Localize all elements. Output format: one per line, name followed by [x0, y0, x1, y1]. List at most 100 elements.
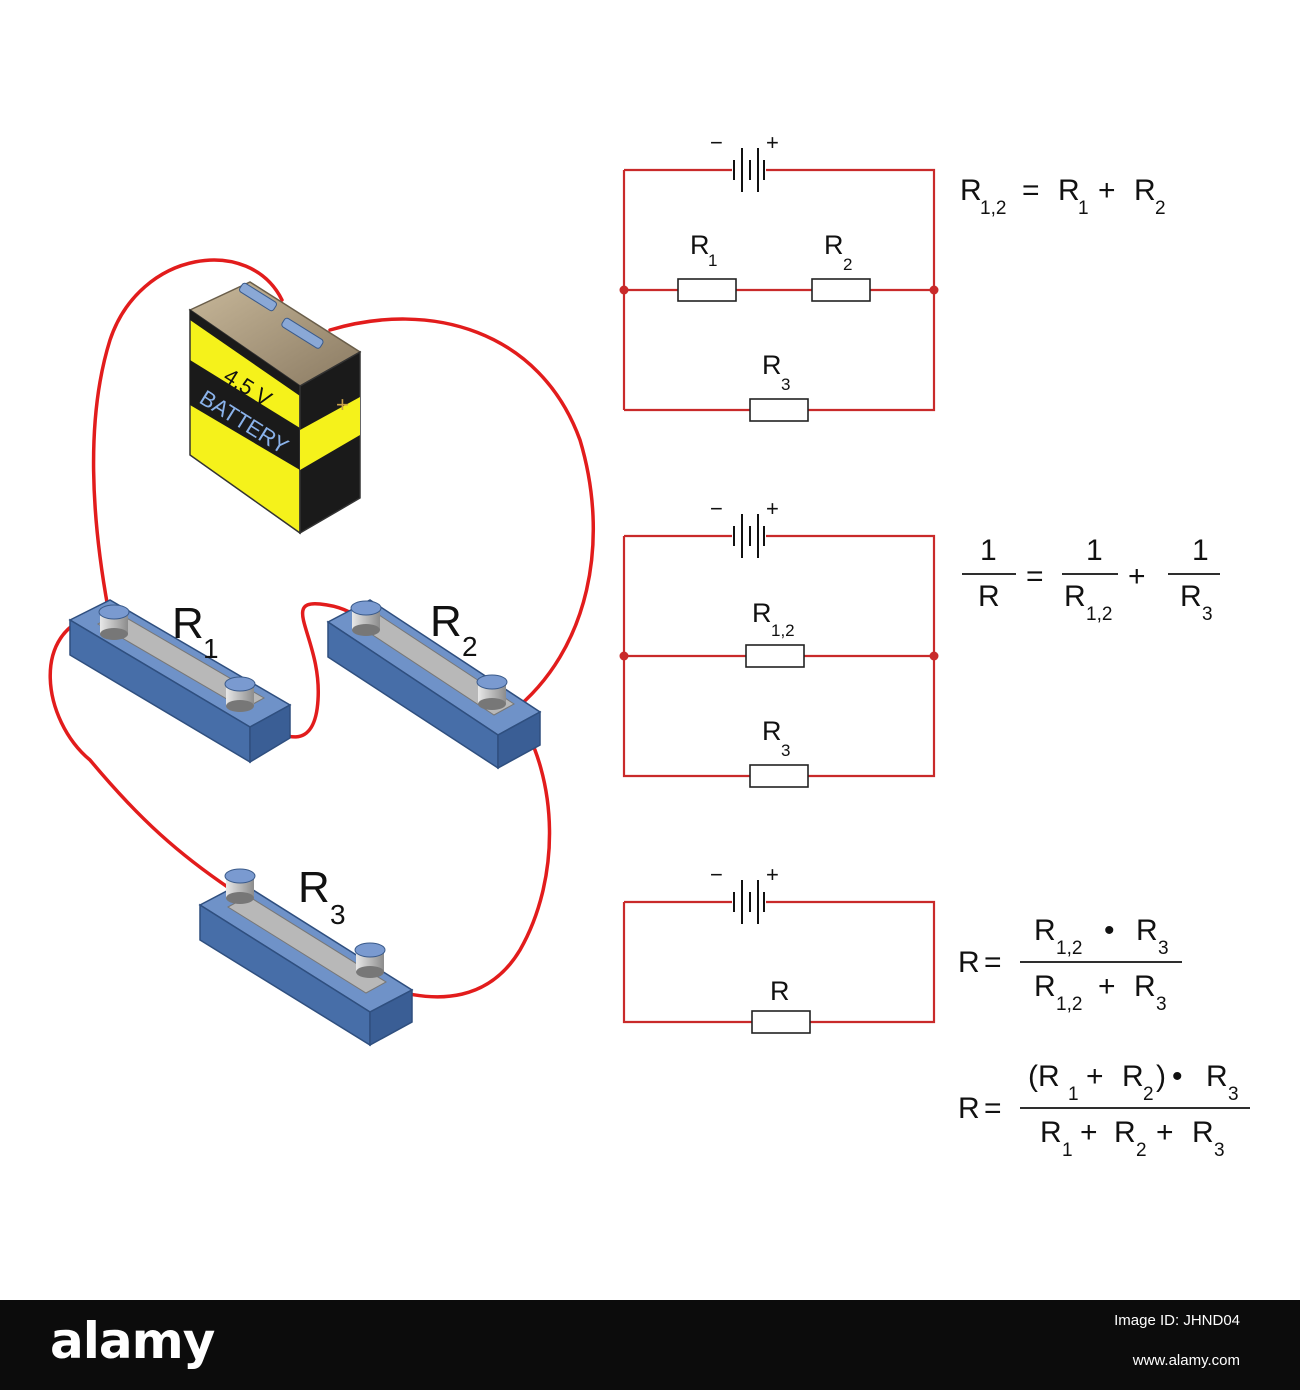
svg-text:R: R: [1034, 970, 1056, 1003]
c1-label-r1: R: [690, 230, 710, 260]
terminal-r2-left: [350, 600, 382, 636]
r3-label-sub: 3: [330, 899, 346, 930]
wire-r1-to-r2: [248, 602, 362, 739]
c2-label-r12: R: [752, 598, 772, 628]
resistor-r1: R 1: [68, 599, 292, 764]
svg-text:+: +: [1080, 1116, 1098, 1149]
equation-expanded: R = (R 1 + R 2 ) • R 3 R 1 + R 2 + R 3: [958, 1060, 1250, 1161]
site-url: www.alamy.com: [1132, 1352, 1240, 1369]
wire-battery-to-r2: [328, 317, 596, 714]
watermark-bar: alamy Image ID: JHND04 www.alamy.com: [0, 1300, 1300, 1390]
c2-label-r3-sub: 3: [781, 741, 790, 760]
battery-symbol-2: [733, 514, 765, 558]
r3-label: R: [298, 863, 330, 912]
resistor-symbol-r2: [811, 278, 871, 302]
image-id: Image ID: JHND04: [1114, 1312, 1240, 1329]
resistor-symbol-r1: [677, 278, 737, 302]
schematic-3: − + R: [622, 862, 936, 1034]
minus-sign-2: −: [710, 496, 723, 521]
equation-combined: R = R 1,2 • R 3 R 1,2 + R 3: [958, 914, 1182, 1015]
svg-text:1,2: 1,2: [1056, 994, 1082, 1015]
svg-text:+: +: [1086, 1060, 1104, 1093]
wire-r2-to-r3: [384, 710, 552, 999]
equation-series: R 1,2 = R 1 + R 2: [960, 174, 1166, 219]
terminal-r1-left: [98, 604, 130, 640]
svg-text:): ): [1156, 1060, 1166, 1093]
svg-text:+: +: [1128, 560, 1146, 593]
battery-illustration: 4.5 V BATTERY +: [188, 281, 362, 535]
svg-text:R: R: [1122, 1060, 1144, 1093]
resistor-symbol-r3: [749, 398, 809, 422]
minus-sign-3: −: [710, 862, 723, 887]
svg-text:3: 3: [1156, 994, 1167, 1015]
battery-plus-mark: +: [336, 392, 349, 417]
svg-text:2: 2: [1143, 1084, 1154, 1105]
c2-label-r3: R: [762, 716, 782, 746]
svg-text:•: •: [1104, 914, 1115, 947]
svg-text:3: 3: [1228, 1084, 1239, 1105]
svg-text:R: R: [960, 174, 982, 207]
brand-logo: alamy: [50, 1312, 215, 1370]
svg-text:=: =: [1022, 174, 1040, 207]
r2-label: R: [430, 597, 462, 646]
svg-text:=: =: [984, 1092, 1002, 1125]
resistor-symbol-r12: [745, 644, 805, 668]
svg-text:=: =: [1026, 560, 1044, 593]
svg-text:2: 2: [1136, 1140, 1147, 1161]
svg-text:1,2: 1,2: [1056, 938, 1082, 959]
schematic-1: − + R 1 R 2 R 3: [619, 130, 939, 422]
c1-label-r1-sub: 1: [708, 251, 717, 270]
svg-text:R: R: [1180, 580, 1202, 613]
svg-text:R: R: [958, 946, 980, 979]
svg-text:R: R: [978, 580, 1000, 613]
battery-symbol-3: [733, 880, 765, 924]
terminal-r3-right: [354, 942, 386, 978]
terminal-r2-right: [476, 674, 508, 710]
c3-label-r: R: [770, 976, 790, 1006]
c1-label-r2-sub: 2: [843, 255, 852, 274]
svg-text:R: R: [1134, 970, 1156, 1003]
svg-text:R: R: [1192, 1116, 1214, 1149]
c1-label-r2: R: [824, 230, 844, 260]
svg-text:R: R: [1040, 1116, 1062, 1149]
svg-text:=: =: [984, 946, 1002, 979]
svg-text:3: 3: [1158, 938, 1169, 959]
battery-symbol-1: [733, 148, 765, 192]
svg-text:1: 1: [980, 534, 997, 567]
svg-text:•: •: [1172, 1060, 1183, 1093]
r1-label: R: [172, 599, 204, 648]
resistor-symbol-r-total: [751, 1010, 811, 1034]
svg-text:+: +: [1098, 174, 1116, 207]
svg-text:R: R: [1058, 174, 1080, 207]
wire-r1-to-r3: [48, 613, 234, 892]
svg-text:1: 1: [1078, 198, 1089, 219]
terminal-r1-right: [224, 676, 256, 712]
svg-text:+: +: [1156, 1116, 1174, 1149]
plus-sign-3: +: [766, 862, 779, 887]
minus-sign-1: −: [710, 130, 723, 155]
plus-sign-1: +: [766, 130, 779, 155]
c1-label-r3: R: [762, 350, 782, 380]
r1-label-sub: 1: [203, 633, 219, 664]
svg-text:R: R: [1206, 1060, 1228, 1093]
wire-battery-to-r1: [91, 258, 284, 610]
svg-text:1: 1: [1062, 1140, 1073, 1161]
illustration: 4.5 V BATTERY + R 1: [48, 258, 596, 1047]
c1-label-r3-sub: 3: [781, 375, 790, 394]
svg-text:(R: (R: [1028, 1060, 1060, 1093]
c2-label-r12-sub: 1,2: [771, 621, 795, 640]
svg-text:3: 3: [1202, 604, 1213, 625]
resistor-r3: R 3: [198, 863, 414, 1047]
svg-text:1: 1: [1068, 1084, 1079, 1105]
circuit-diagram: 4.5 V BATTERY + R 1: [48, 130, 1250, 1161]
resistor-symbol-r3-c2: [749, 764, 809, 788]
terminal-r3-left: [224, 868, 256, 904]
svg-text:R: R: [1114, 1116, 1136, 1149]
svg-text:R: R: [958, 1092, 980, 1125]
svg-text:R: R: [1034, 914, 1056, 947]
svg-text:1: 1: [1086, 534, 1103, 567]
plus-sign-2: +: [766, 496, 779, 521]
r2-label-sub: 2: [462, 631, 478, 662]
svg-text:+: +: [1098, 970, 1116, 1003]
svg-text:R: R: [1136, 914, 1158, 947]
